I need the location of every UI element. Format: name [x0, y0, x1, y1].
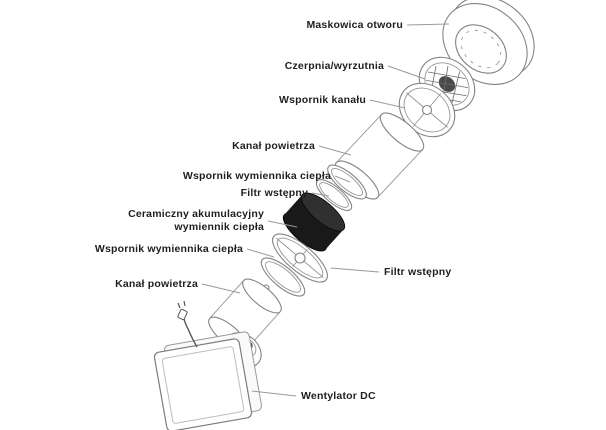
- tube1-side: [377, 148, 424, 198]
- plug-prong: [183, 300, 186, 307]
- bracket2-hub: [294, 252, 306, 264]
- filter-upper-inner: [319, 182, 349, 208]
- leader-wspornik-gorny: [334, 175, 351, 183]
- leader-kanal-dolny: [201, 283, 241, 294]
- tube1-side: [335, 114, 382, 164]
- ring-wspornik-upper-outer: [327, 164, 367, 200]
- leader-lines: [201, 23, 450, 397]
- label-wspornik-wymiennika-gorny: Wspornik wymiennika ciepła: [183, 170, 331, 182]
- label-ceramiczny-line1: Ceramiczny akumulacyjny: [128, 208, 264, 220]
- part-wspornik-wymiennika-dolny: [272, 233, 328, 283]
- tube2-side: [209, 280, 244, 319]
- leader-maskowica: [406, 23, 450, 26]
- leader-filtr-gorny: [311, 192, 330, 197]
- ring-wspornik-upper-inner: [331, 168, 363, 196]
- filter-lower-outer: [260, 257, 306, 297]
- label-kanal-powietrza-gorny: Kanał powietrza: [232, 140, 315, 152]
- power-plug: [177, 308, 188, 321]
- plate-front-inset: [161, 346, 245, 424]
- label-wspornik-kanalu: Wspornik kanału: [279, 94, 366, 106]
- label-wspornik-wymiennika-dolny: Wspornik wymiennika ciepła: [95, 243, 243, 255]
- filter-upper-outer: [315, 179, 353, 211]
- part-wspornik-kanalu: [398, 82, 456, 138]
- plug-prong: [177, 302, 181, 309]
- label-czerpnia-wyrzutnia: Czerpnia/wyrzutnia: [285, 60, 384, 72]
- label-ceramiczny-line2: wymiennik ciepła: [173, 221, 264, 233]
- filter-lower-inner: [265, 261, 301, 293]
- bracket1-hub: [421, 104, 433, 116]
- leader-czerpnia: [387, 65, 426, 80]
- label-filtr-wstepny-gorny: Filtr wstępny: [241, 187, 308, 199]
- power-cable: [183, 318, 198, 348]
- tube2-top-end: [242, 278, 282, 314]
- labels: Maskowica otworu Czerpnia/wyrzutnia Wspo…: [95, 19, 451, 402]
- tube1-top-end: [379, 112, 425, 152]
- part-ceramiczny-wymiennik: [282, 192, 346, 252]
- part-maskowica-otworu: [442, 0, 535, 85]
- part-wentylator-dc: [153, 300, 263, 430]
- leader-wentylator: [251, 390, 297, 397]
- core-body: [284, 194, 344, 250]
- leader-filtr-dolny: [330, 267, 380, 273]
- label-wentylator-dc: Wentylator DC: [301, 390, 376, 402]
- leader-wspornik-kanalu: [369, 99, 406, 109]
- leader-kanal-gorny: [318, 145, 352, 156]
- leader-ceramiczny: [267, 220, 298, 228]
- label-filtr-wstepny-dolny: Filtr wstępny: [384, 266, 451, 278]
- label-maskowica-otworu: Maskowica otworu: [306, 19, 403, 31]
- label-kanal-powietrza-dolny: Kanał powietrza: [115, 278, 198, 290]
- leader-wspornik-dolny: [246, 248, 275, 258]
- core-top-face: [300, 192, 346, 232]
- part-wspornik-wymiennika-gorny: [327, 164, 367, 200]
- cover-inner-hole: [455, 24, 507, 74]
- cover-screw-ticks: [460, 29, 502, 69]
